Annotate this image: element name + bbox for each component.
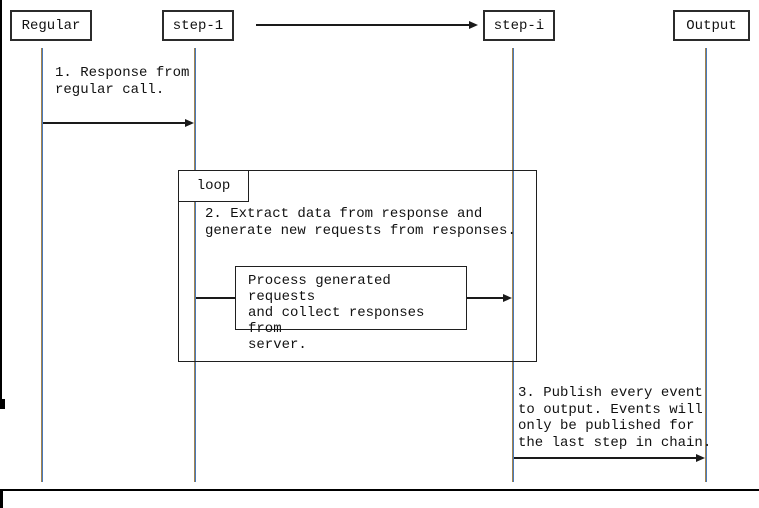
process-box: Process generated requests and collect r… <box>235 266 467 353</box>
arrow-right-icon <box>469 21 478 29</box>
participant-label-output: Output <box>686 17 737 34</box>
lifeline-regular <box>41 48 43 482</box>
arrow-message-3-line <box>514 457 697 459</box>
lifeline-step-i <box>512 48 514 482</box>
lifeline-output <box>705 48 707 482</box>
arrow-right-icon <box>503 294 512 302</box>
participant-box-output: Output <box>673 10 750 41</box>
message-2-text: 2. Extract data from response and genera… <box>205 206 516 239</box>
window-border-bottom <box>0 489 759 491</box>
window-border-bottom-left-mark <box>0 489 3 508</box>
process-box-out-line <box>467 297 504 299</box>
arrow-message-1-line <box>43 122 185 124</box>
participant-box-step-1: step-1 <box>162 10 234 41</box>
participant-label-step-i: step-i <box>493 17 545 34</box>
participant-box-step-i: step-i <box>483 10 555 41</box>
process-box-in-line <box>196 297 236 299</box>
participant-label-regular: Regular <box>21 17 81 34</box>
arrow-right-icon <box>696 454 705 462</box>
message-3-text: 3. Publish every event to output. Events… <box>518 385 712 451</box>
message-1-text: 1. Response from regular call. <box>55 65 190 98</box>
loop-fragment-label: loop <box>196 178 231 194</box>
participant-box-regular: Regular <box>10 10 92 41</box>
window-border-left <box>0 0 2 408</box>
loop-fragment-frame <box>178 170 537 362</box>
lifeline-step-1 <box>194 48 196 482</box>
arrow-step1-to-stepi-line <box>256 24 470 26</box>
participant-label-step-1: step-1 <box>172 17 224 34</box>
window-border-left-notch <box>0 399 5 409</box>
arrow-right-icon <box>185 119 194 127</box>
loop-fragment-label-box: loop <box>178 170 249 202</box>
